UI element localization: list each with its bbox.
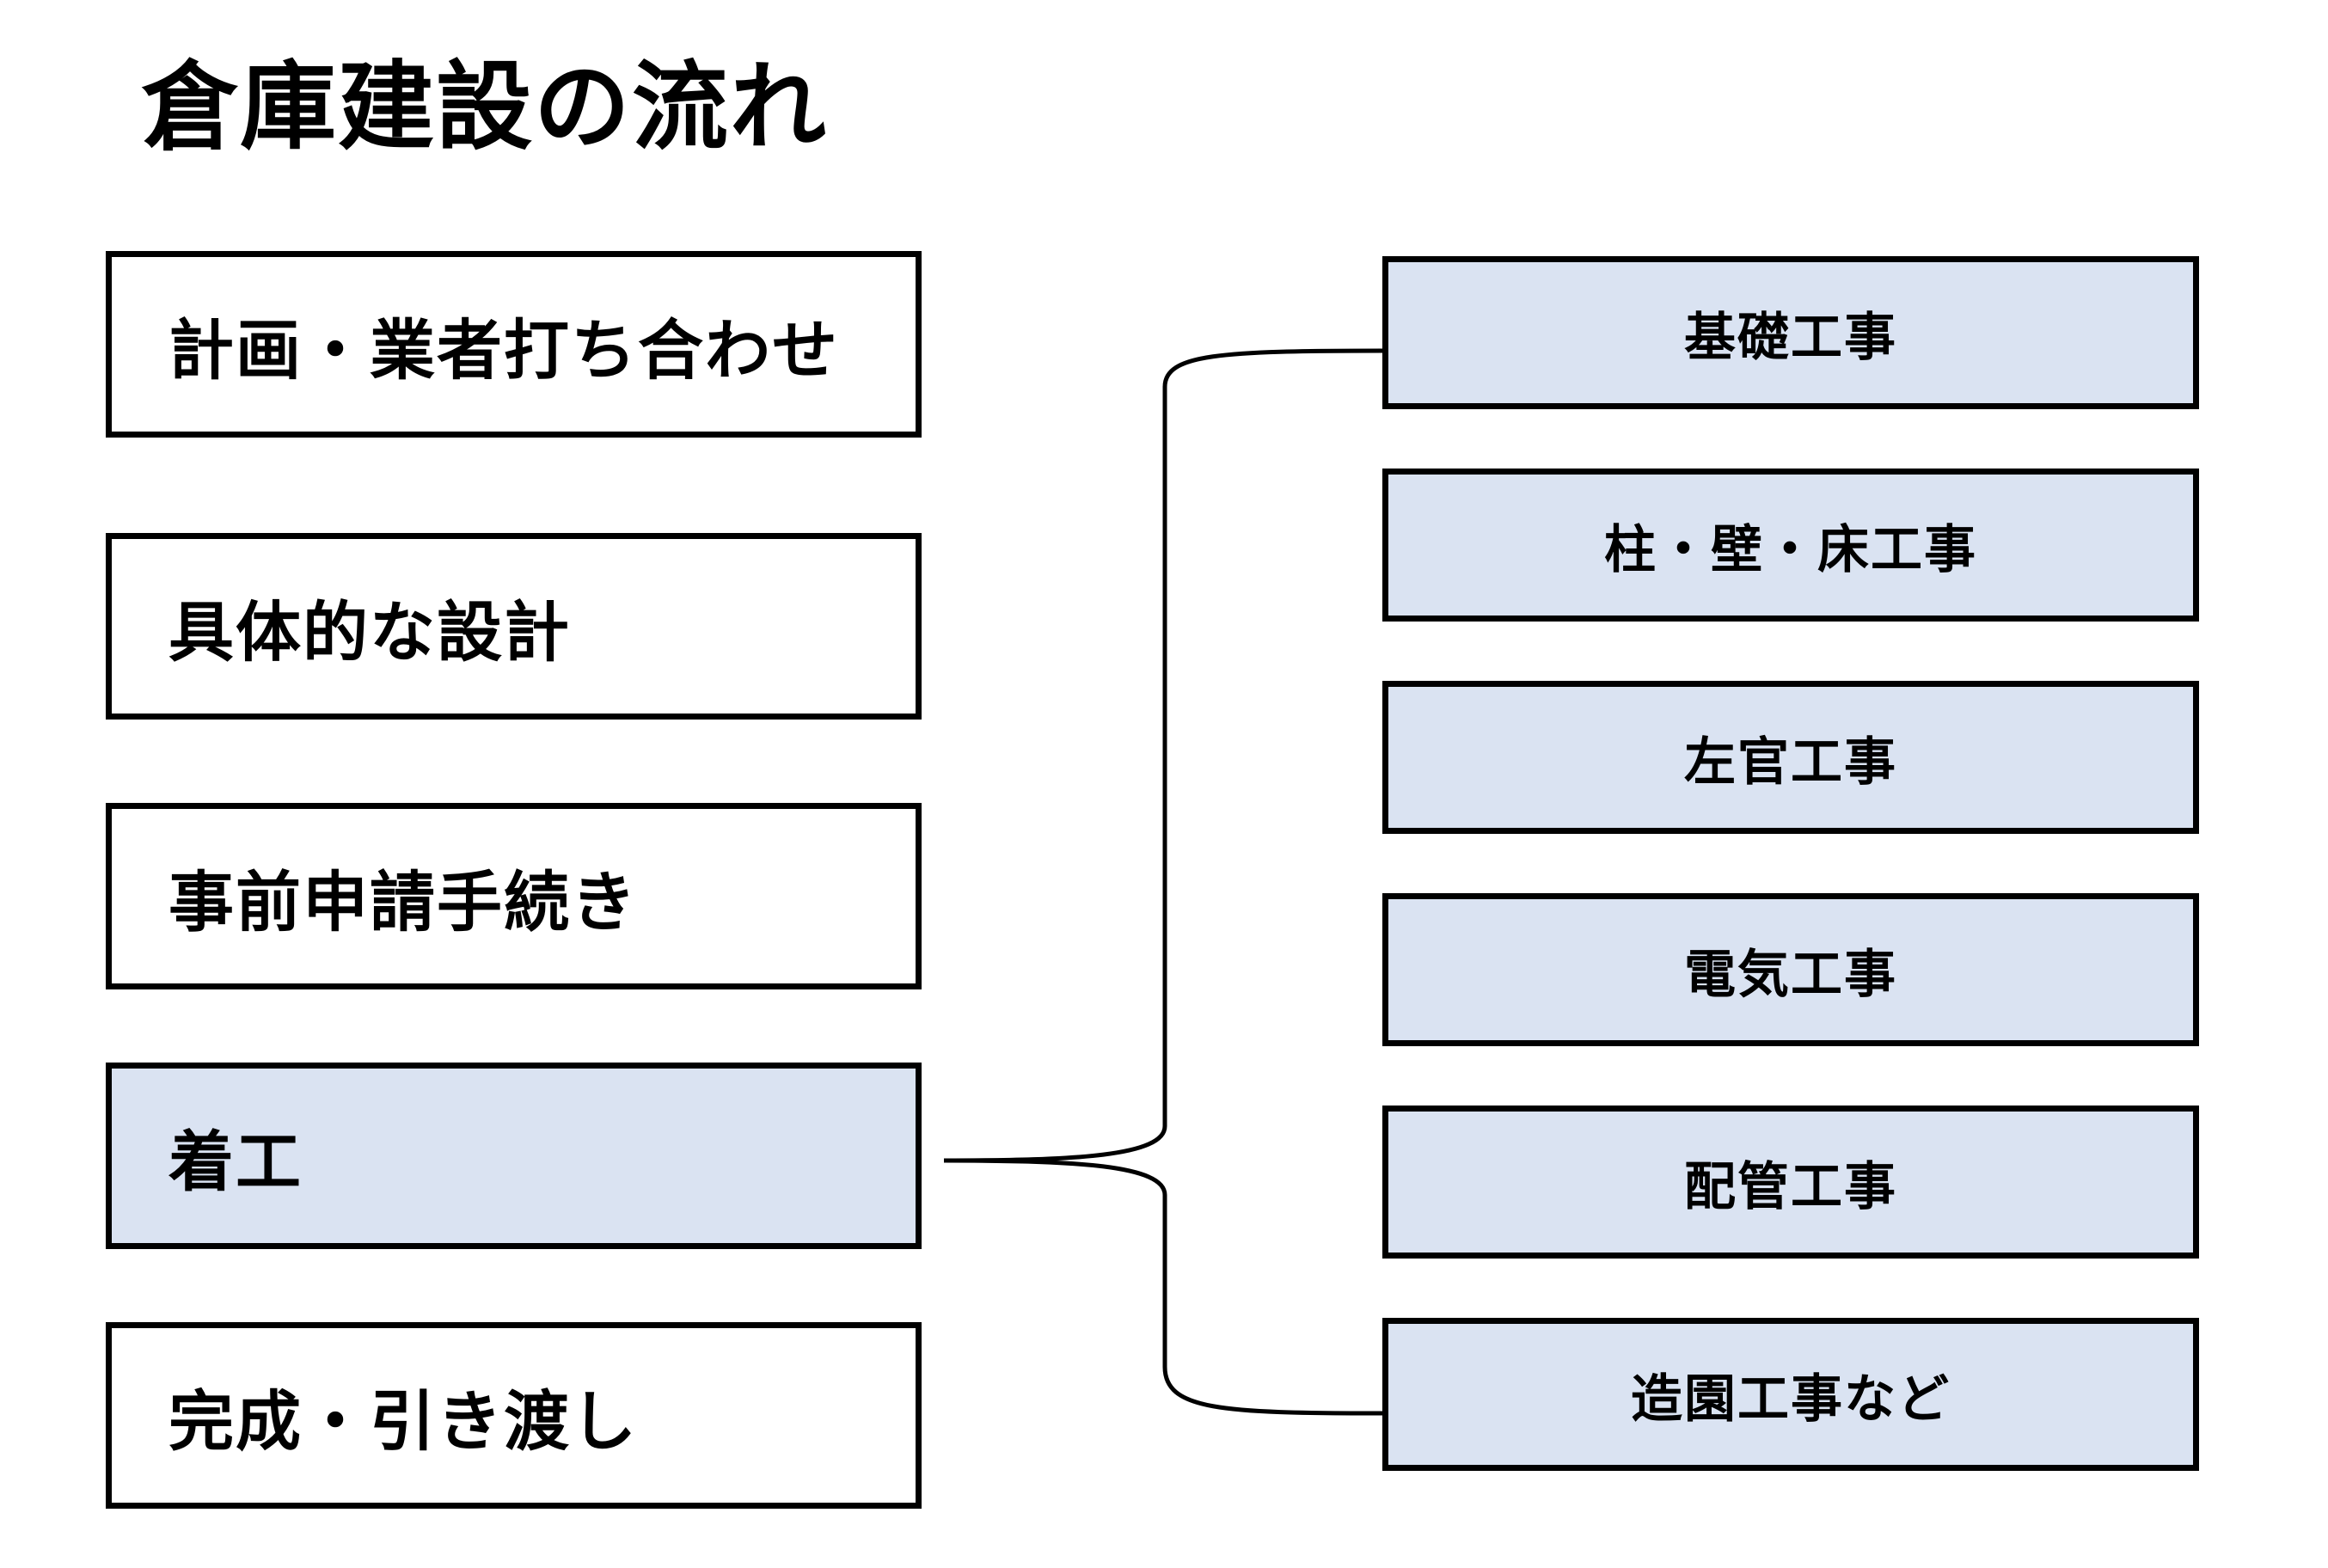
diagram-title: 倉庫建設の流れ <box>142 52 828 163</box>
bracket-upper-arm <box>943 348 1383 1163</box>
work-item-landscaping-box: 造園工事など <box>1382 1318 2199 1471</box>
work-item-structure-box: 柱・壁・床工事 <box>1382 469 2199 622</box>
work-item-label: 左官工事 <box>1684 732 1897 793</box>
bracket-lower-arm <box>943 1158 1383 1416</box>
step-label: 完成・引き渡し <box>168 1382 638 1460</box>
work-item-label: 柱・壁・床工事 <box>1604 519 1977 580</box>
work-item-electrical-box: 電気工事 <box>1382 893 2199 1046</box>
step-label: 事前申請手続き <box>168 863 638 940</box>
work-item-foundation-box: 基礎工事 <box>1382 256 2199 409</box>
step-label: 着工 <box>168 1123 303 1200</box>
work-item-label: 造園工事など <box>1631 1369 1951 1430</box>
step-construction-start-box: 着工 <box>106 1063 922 1249</box>
step-label: 具体的な設計 <box>168 593 571 671</box>
step-completion-box: 完成・引き渡し <box>106 1322 922 1509</box>
work-item-label: 基礎工事 <box>1684 307 1897 368</box>
step-planning-box: 計画・業者打ち合わせ <box>106 251 922 438</box>
step-label: 計画・業者打ち合わせ <box>168 311 839 389</box>
work-item-plumbing-box: 配管工事 <box>1382 1106 2199 1259</box>
step-design-box: 具体的な設計 <box>106 533 922 720</box>
work-item-label: 配管工事 <box>1684 1156 1897 1217</box>
work-item-plastering-box: 左官工事 <box>1382 681 2199 834</box>
step-application-box: 事前申請手続き <box>106 803 922 989</box>
work-item-label: 電気工事 <box>1684 944 1897 1005</box>
